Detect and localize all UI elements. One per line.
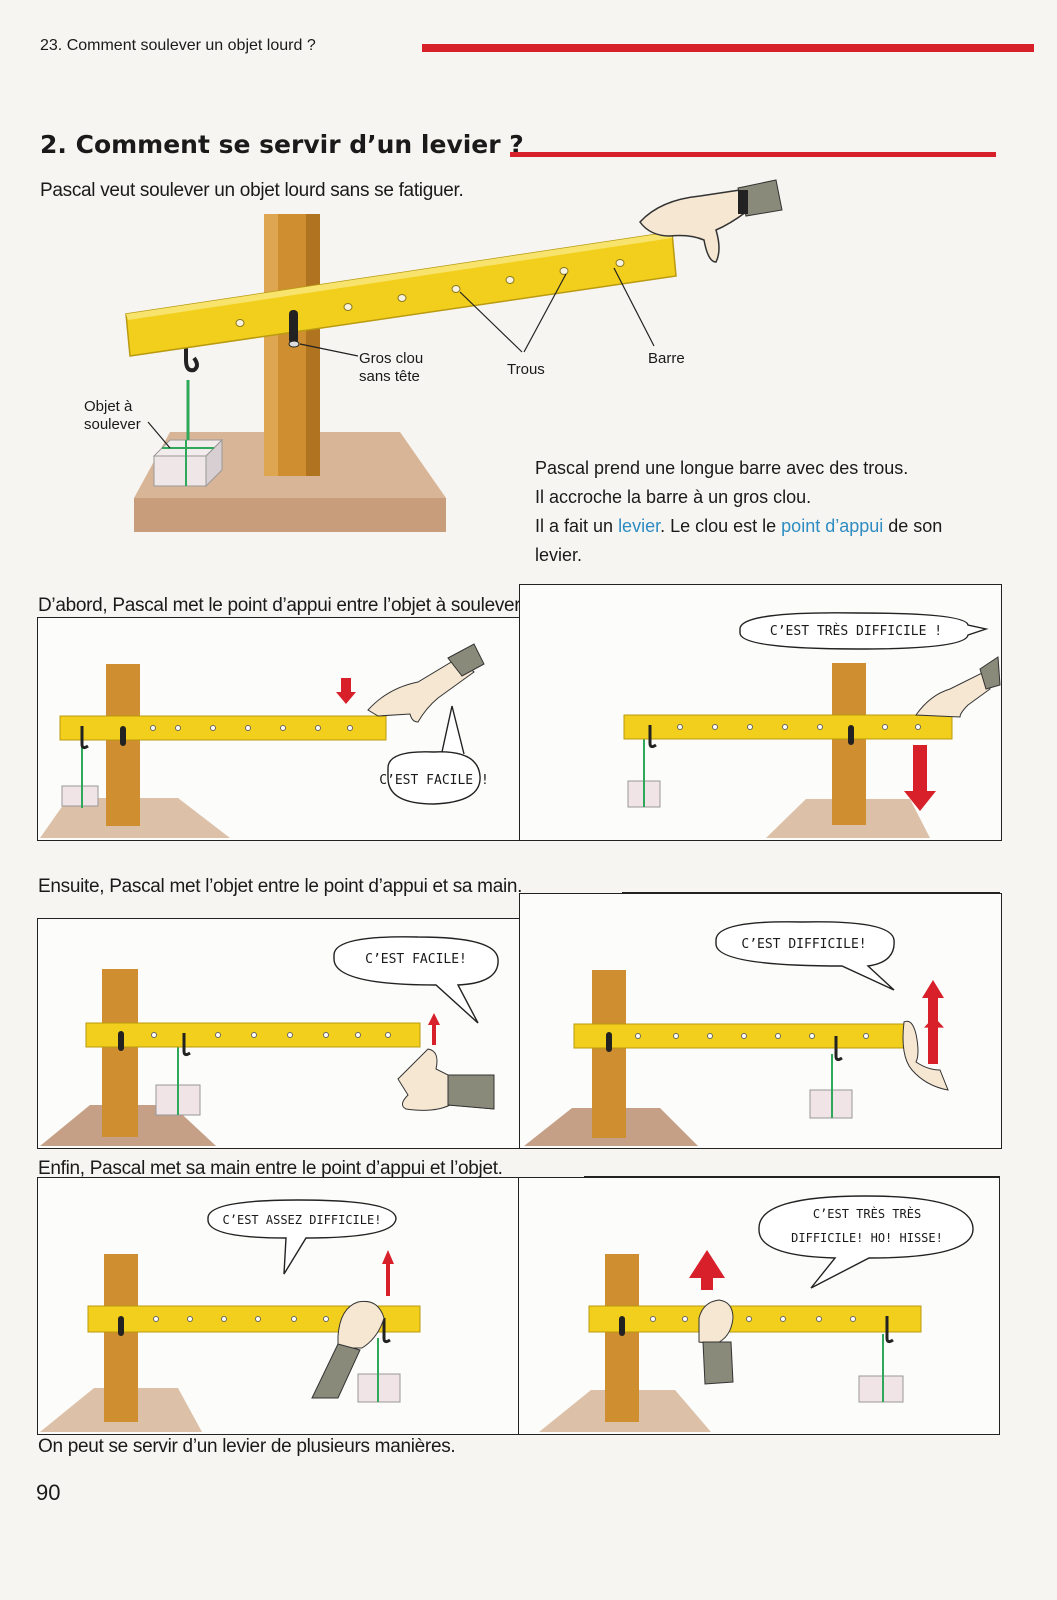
panel-row1-left: C’EST FACILE ! [37, 617, 521, 841]
intro-text: Pascal veut soulever un objet lourd sans… [40, 180, 464, 201]
label-holes: Trous [507, 361, 545, 378]
label-object: Objet à soulever [84, 398, 141, 433]
row3-right-bubble-line1: C’EST TRÈS TRÈS [813, 1206, 921, 1221]
panel-row3-left: C’EST ASSEZ DIFFICILE! [37, 1177, 520, 1435]
row2-rule [622, 892, 1000, 894]
label-bar: Barre [648, 350, 685, 367]
title-rule [510, 152, 996, 157]
row1-left-bubble: C’EST FACILE ! [379, 773, 489, 788]
panel-row3-right: C’EST TRÈS TRÈS DIFFICILE! HO! HISSE! [518, 1177, 1000, 1435]
row1-caption: D’abord, Pascal met le point d’appui ent… [38, 595, 615, 616]
row2-right-bubble: C’EST DIFFICILE! [741, 937, 866, 952]
row3-left-bubble: C’EST ASSEZ DIFFICILE! [223, 1213, 382, 1227]
header-rule [422, 44, 1034, 52]
row1-right-bubble: C’EST TRÈS DIFFICILE ! [770, 623, 942, 639]
section-title: 2. Comment se servir d’un levier ? [40, 130, 524, 159]
term-levier: levier [618, 516, 661, 536]
row2-caption: Ensuite, Pascal met l’objet entre le poi… [38, 876, 523, 897]
row2-left-bubble: C’EST FACILE! [365, 952, 467, 967]
page-number: 90 [36, 1480, 61, 1505]
row3-rule [584, 1176, 1000, 1178]
panel-row2-left: C’EST FACILE! [37, 918, 521, 1149]
row3-caption: Enfin, Pascal met sa main entre le point… [38, 1158, 503, 1179]
panel-row2-right: C’EST DIFFICILE! [519, 893, 1002, 1149]
chapter-header: 23. Comment soulever un objet lourd ? [40, 37, 316, 54]
lever-illustration: Objet à soulever Gros clou sans tête Tro… [0, 0, 1057, 580]
conclusion-text: On peut se servir d’un levier de plusieu… [38, 1436, 456, 1457]
row3-right-bubble-line2: DIFFICILE! HO! HISSE! [791, 1231, 943, 1245]
term-point-appui: point d’appui [781, 516, 884, 536]
explanation: Pascal prend une longue barre avec des t… [535, 458, 943, 565]
label-nail: Gros clou sans tête [359, 350, 424, 385]
panel-row1-right: C’EST TRÈS DIFFICILE ! [519, 584, 1002, 841]
